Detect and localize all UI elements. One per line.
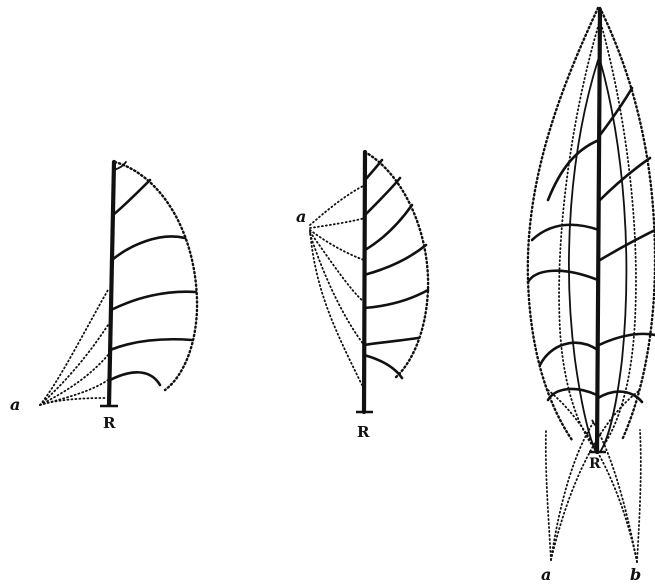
middle-leaf-midrib (364, 152, 365, 412)
right-leaf-inner-arc-left (559, 20, 600, 445)
middle-leaf-dotted-ray-4 (310, 232, 364, 302)
left-leaf-outline (115, 162, 197, 390)
left-leaf-dotted-ray-1 (40, 290, 108, 405)
right-leaf-vein-right-3 (600, 230, 655, 260)
left-leaf-vein-3 (112, 237, 185, 260)
middle-leaf-dotted-ray-3 (310, 230, 364, 260)
right-leaf-vein-left-5 (548, 389, 597, 400)
left-leaf-vein-4 (111, 292, 196, 310)
right-leaf-vein-left-2 (532, 225, 599, 240)
middle-leaf-vein-4 (364, 245, 426, 275)
right-leaf-vein-left-1 (548, 140, 599, 200)
right-leaf-vein-right-2 (600, 158, 650, 200)
middle-leaf-dotted-ray-2 (310, 218, 365, 228)
middle-leaf-root-label: R (357, 423, 370, 441)
right-leaf-root-label: R (589, 456, 601, 472)
right-leaf-origin-label-b: b (630, 565, 641, 584)
left-leaf-dotted-ray-5 (40, 398, 105, 405)
left-leaf-dotted-ray-2 (40, 325, 108, 405)
middle-leaf-left-envelope (310, 230, 362, 385)
left-leaf-root-label: R (103, 414, 116, 432)
left-leaf-vein-2 (113, 180, 150, 215)
middle-leaf-vein-1 (365, 160, 382, 180)
right-leaf-dotted-to-b-3 (548, 390, 637, 562)
right-leaf-origin-label-a: a (541, 565, 551, 584)
middle-leaf-dotted-ray-5 (310, 234, 364, 345)
middle-leaf-vein-2 (365, 178, 400, 215)
right-leaf-dotted-to-a-1 (546, 430, 551, 560)
middle-leaf-vein-5 (364, 290, 428, 308)
right-leaf-vein-left-4 (540, 343, 598, 365)
left-leaf-figure: R a (10, 162, 197, 432)
middle-leaf-figure: R a (296, 152, 428, 441)
left-leaf-origin-label: a (10, 395, 20, 414)
left-leaf-vein-5 (110, 339, 192, 350)
left-leaf-dotted-ray-4 (40, 380, 108, 405)
right-leaf-vein-right-4 (599, 334, 655, 345)
right-leaf-figure: R a b (528, 8, 655, 584)
right-leaf-vein-right-1 (600, 88, 632, 135)
left-leaf-dotted-ray-3 (40, 355, 108, 405)
right-leaf-outline-right (600, 8, 655, 440)
middle-leaf-origin-label: a (296, 207, 306, 226)
left-leaf-midrib (109, 162, 114, 405)
right-leaf-vein-left-3 (528, 271, 598, 282)
middle-leaf-vein-3 (365, 205, 412, 250)
middle-leaf-vein-6 (364, 338, 418, 345)
left-leaf-vein-6 (110, 372, 160, 385)
right-leaf-dotted-to-b-1 (637, 430, 641, 562)
middle-leaf-vein-7 (364, 355, 402, 378)
middle-leaf-dotted-ray-1 (310, 185, 365, 225)
